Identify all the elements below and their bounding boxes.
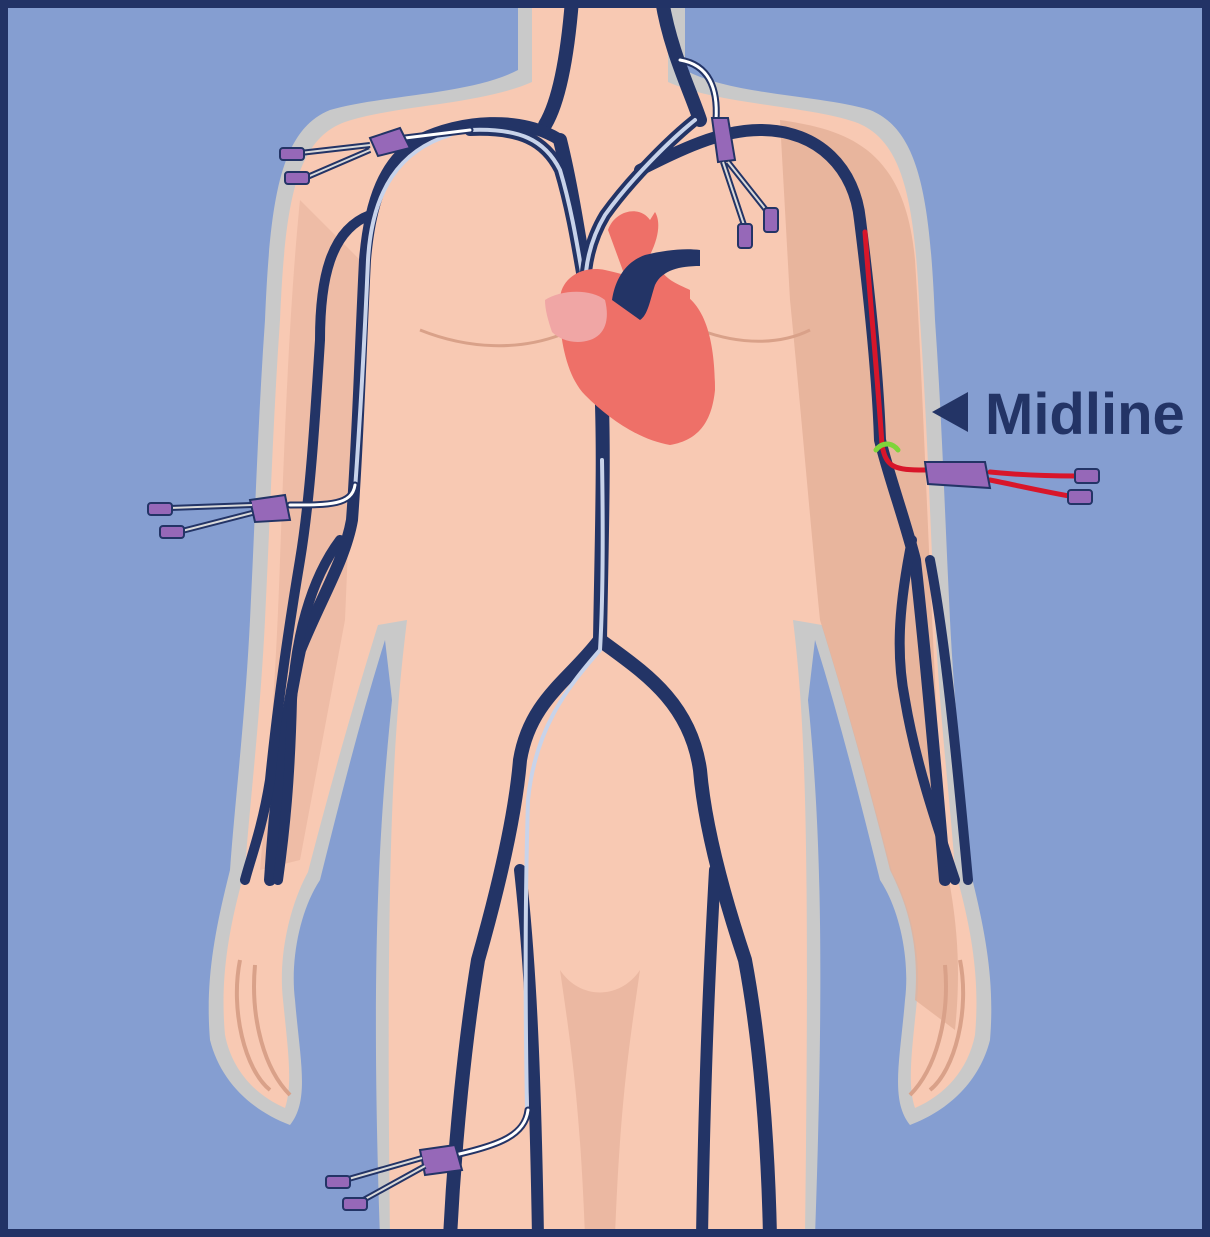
- midline-label: Midline: [985, 382, 1185, 447]
